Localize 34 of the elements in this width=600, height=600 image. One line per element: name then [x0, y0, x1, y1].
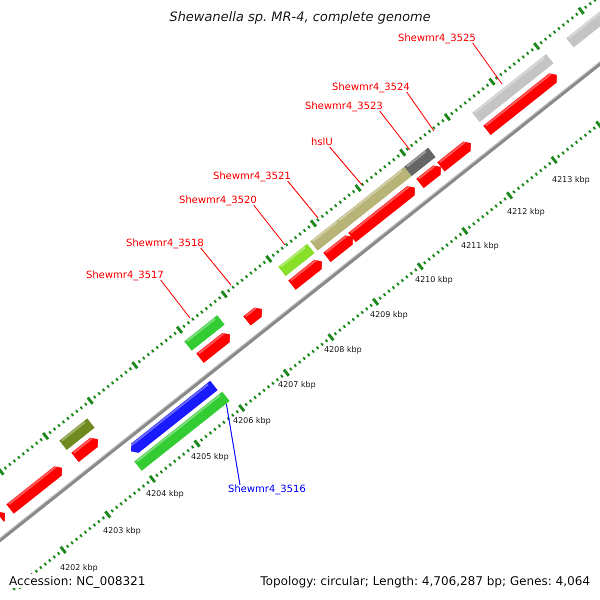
gene-label: hslU [311, 137, 333, 148]
scale-label: 4202 kbp [60, 563, 98, 572]
title: Shewanella sp. MR-4, complete genome [168, 10, 432, 25]
leader-line [160, 280, 190, 318]
gene-label: Shewmr4_3524 [332, 82, 410, 93]
scale-label: 4211 kbp [461, 241, 499, 250]
footer-text: Accession: NC_008321 [9, 574, 146, 588]
scale-label: 4212 kbp [507, 207, 545, 216]
gene-label: Shewmr4_3520 [179, 195, 257, 206]
scale-label: 4205 kbp [191, 452, 229, 461]
leader-line [253, 204, 286, 246]
scale-label: 4206 kbp [233, 416, 271, 425]
leader-line [200, 248, 232, 286]
scale-label: 4207 kbp [278, 380, 316, 389]
leader-line [406, 92, 434, 132]
footer-text: Topology: circular; Length: 4,706,287 bp; Genes: 4,064 [260, 574, 590, 588]
gene-label: Shewmr4_3525 [398, 33, 476, 44]
gene-label: Shewmr4_3517 [86, 270, 164, 281]
gene-label: Shewmr4_3516 [228, 484, 306, 495]
scale-label: 4203 kbp [103, 526, 141, 535]
scale-label: 4213 kbp [552, 175, 590, 184]
gene-bar [134, 392, 230, 471]
gene-label: Shewmr4_3521 [213, 171, 291, 182]
scale-label: 4208 kbp [324, 345, 362, 354]
leader-line [287, 180, 318, 218]
gene-label: Shewmr4_3518 [126, 238, 204, 249]
scale-label: 4204 kbp [146, 489, 184, 498]
leader-line [379, 110, 410, 150]
leader-line [329, 146, 362, 186]
leader-line [226, 403, 240, 486]
gene-label: Shewmr4_3523 [305, 101, 383, 112]
scale-label: 4210 kbp [415, 275, 453, 284]
scale-label: 4209 kbp [370, 310, 408, 319]
leader-line [472, 42, 502, 84]
